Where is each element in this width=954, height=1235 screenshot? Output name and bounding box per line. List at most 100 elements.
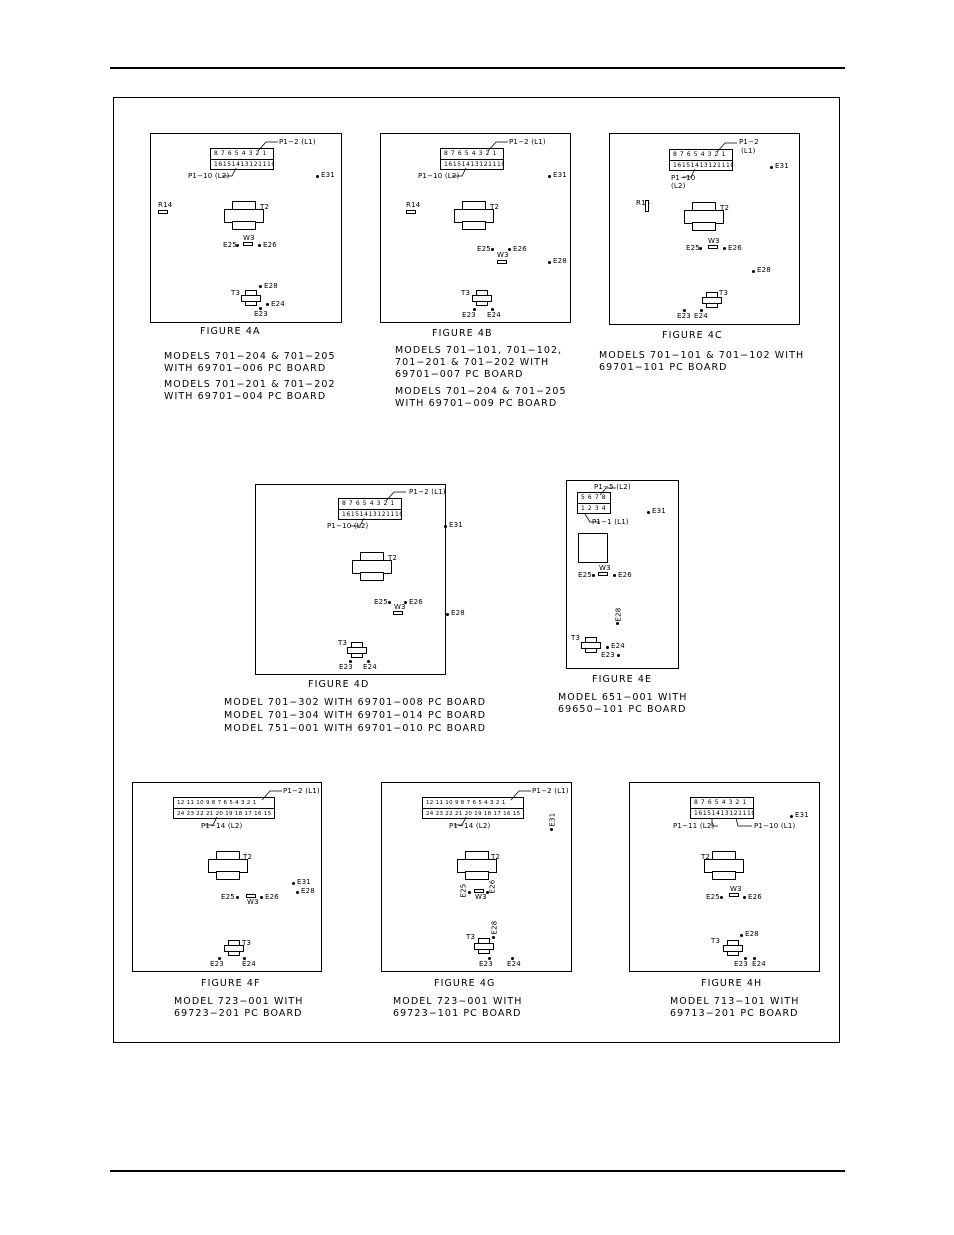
caption-line-1: MODEL 701−302 WITH 69701−008 PC BOARD <box>224 697 487 708</box>
p1-label-l1: P1−2 (L1) <box>532 787 569 795</box>
test-point-e24 <box>511 957 514 960</box>
board-4c <box>609 133 800 325</box>
test-point-e31 <box>790 815 793 818</box>
transformer-t2-bottom <box>232 221 256 230</box>
connector-p1: 12 11 10 9 8 7 6 5 4 3 2 1 24 23 22 21 2… <box>422 797 524 819</box>
r14-label: R14 <box>406 201 421 209</box>
w3-label: W3 <box>497 251 509 259</box>
test-point-e31 <box>292 882 295 885</box>
p1-label-l2: P1−10 (L2) <box>418 172 460 180</box>
transformer-t2-bottom <box>216 871 240 880</box>
test-point-e26 <box>258 244 261 247</box>
t2-label: T2 <box>491 853 501 861</box>
e31-label: E31 <box>652 507 666 515</box>
e25-label: E25 <box>374 598 388 606</box>
board-4f <box>132 782 322 972</box>
board-4b <box>380 133 571 323</box>
connector-pins-bottom: 16151413121110 9 <box>694 810 753 817</box>
caption-line-1: MODEL 723−001 WITH <box>174 996 304 1007</box>
test-point-e26 <box>404 601 407 604</box>
e28-label: E28 <box>264 282 278 290</box>
connector-pins-bottom: 24 23 22 21 20 19 18 17 16 15 14 13 <box>177 811 274 817</box>
t2-label: T2 <box>243 853 253 861</box>
p1-label-l2: P1−14 (L2) <box>201 822 243 830</box>
figure-title: FIGURE 4D <box>308 679 370 690</box>
t3-label: T3 <box>242 939 252 947</box>
figure-title: FIGURE 4G <box>434 978 496 989</box>
connector-p1: 8 7 6 5 4 3 2 1 16151413121110 9 <box>669 149 733 171</box>
test-point-e23 <box>488 957 491 960</box>
board-4a <box>150 133 342 323</box>
e31-label: E31 <box>297 878 311 886</box>
connector-pins-top: 5 6 7 8 <box>578 493 610 504</box>
figure-title: FIGURE 4B <box>432 328 493 339</box>
connector-p1: 5 6 7 8 1 2 3 4 <box>577 492 611 514</box>
e24-label: E24 <box>611 642 625 650</box>
e25-label: E25 <box>578 571 592 579</box>
test-point-e31 <box>550 828 553 831</box>
w3-label: W3 <box>730 885 742 893</box>
caption-line-2: WITH 69701−006 PC BOARD <box>164 363 327 374</box>
p1-label-l1: P1−2 <box>739 138 759 146</box>
test-point-e26 <box>723 247 726 250</box>
board-4g <box>381 782 572 972</box>
w3-label: W3 <box>243 234 255 242</box>
p1-label-l2-note: (L2) <box>671 182 686 190</box>
e23-label: E23 <box>254 310 268 318</box>
resistor-r14 <box>406 210 416 214</box>
jumper-w3 <box>246 894 256 898</box>
e23-label: E23 <box>479 960 493 968</box>
t3-label: T3 <box>466 933 476 941</box>
e25-label: E25 <box>221 893 235 901</box>
t3-label: T3 <box>231 289 241 297</box>
connector-pins-top: 8 7 6 5 4 3 2 1 <box>441 149 503 160</box>
board-4e <box>566 480 679 669</box>
connector-pins-top: 12 11 10 9 8 7 6 5 4 3 2 1 <box>423 798 523 809</box>
e24-label: E24 <box>507 960 521 968</box>
e25-label: E25 <box>686 244 700 252</box>
jumper-w3 <box>393 611 403 615</box>
e28-label: E28 <box>553 257 567 265</box>
caption-line-1: MODEL 713−101 WITH <box>670 996 800 1007</box>
test-point-e24 <box>266 303 269 306</box>
e24-label: E24 <box>271 300 285 308</box>
test-point-e28 <box>740 934 743 937</box>
e24-label: E24 <box>487 311 501 319</box>
e28-label: E28 <box>301 887 315 895</box>
e26-label: E26 <box>618 571 632 579</box>
t2-label: T2 <box>720 204 730 212</box>
w3-label: W3 <box>247 898 259 906</box>
caption-line-4: WITH 69701−004 PC BOARD <box>164 391 327 402</box>
t3-label: T3 <box>571 634 581 642</box>
e28-label: E28 <box>451 609 465 617</box>
figure-title: FIGURE 4E <box>592 674 653 685</box>
test-point-e23 <box>683 309 686 312</box>
test-point-e25 <box>491 248 494 251</box>
test-point-e25 <box>236 896 239 899</box>
bottom-rule <box>110 1170 845 1172</box>
transformer-t2-bottom <box>712 871 736 880</box>
test-point-e31 <box>444 525 447 528</box>
e31-label: E31 <box>795 811 809 819</box>
t3-label: T3 <box>719 289 729 297</box>
t2-label: T2 <box>260 203 270 211</box>
test-point-e28 <box>616 622 619 625</box>
connector-pins-bottom: 1 2 3 4 <box>581 505 607 512</box>
t3-label: T3 <box>461 289 471 297</box>
test-point-e24 <box>491 308 494 311</box>
test-point-e24 <box>606 646 609 649</box>
jumper-w3 <box>243 242 253 246</box>
e31-label: E31 <box>321 171 335 179</box>
test-point-e23 <box>617 654 620 657</box>
t2-label: T2 <box>388 554 398 562</box>
transformer-t3-bottom <box>706 303 718 308</box>
board-4h <box>629 782 820 972</box>
transformer-t3-bottom <box>727 951 739 956</box>
connector-p1: 8 7 6 5 4 3 2 1 16151413121110 9 <box>210 148 274 170</box>
t3-label: T3 <box>711 937 721 945</box>
test-point-e25 <box>592 574 595 577</box>
e24-label: E24 <box>694 312 708 320</box>
connector-pins-top: 12 11 10 9 8 7 6 5 4 3 2 1 <box>174 798 274 809</box>
e26-label: E26 <box>263 241 277 249</box>
